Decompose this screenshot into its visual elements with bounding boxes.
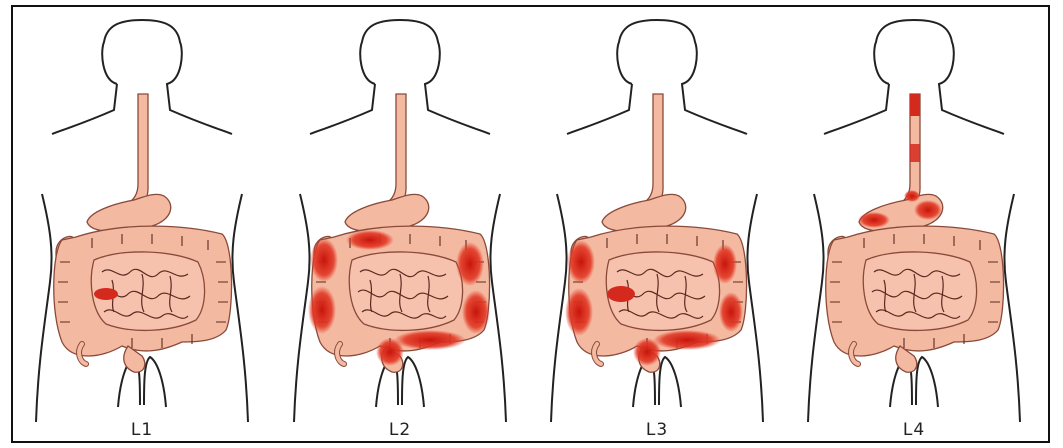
inflamed-region	[94, 288, 118, 300]
inflamed-region	[858, 212, 890, 228]
inflamed-region	[565, 288, 593, 336]
inflamed-region	[719, 292, 743, 332]
inflamed-region	[910, 94, 920, 116]
inflamed-region	[308, 286, 336, 334]
inflamed-region	[456, 242, 484, 286]
panel-label-l4: L4	[874, 420, 954, 440]
panel-l3-figure	[551, 20, 763, 422]
inflamed-region	[713, 244, 737, 284]
panel-l1-figure	[36, 20, 248, 422]
inflamed-region	[910, 144, 920, 162]
panel-l4-figure	[808, 20, 1020, 422]
inflamed-region	[653, 330, 721, 350]
inflamed-region	[346, 230, 394, 250]
inflamed-region	[904, 190, 920, 202]
inflamed-region	[914, 200, 942, 220]
panel-label-l1: L1	[102, 420, 182, 440]
inflamed-region	[394, 330, 466, 350]
inflamed-region	[462, 290, 490, 334]
inflamed-region	[633, 338, 661, 366]
inflamed-region	[376, 338, 404, 366]
inflamed-region	[607, 286, 635, 302]
inflamed-region	[567, 240, 595, 284]
inflamed-region	[310, 238, 338, 282]
panel-label-l3: L3	[617, 420, 697, 440]
panel-label-l2: L2	[360, 420, 440, 440]
panel-l2-figure	[294, 20, 506, 422]
